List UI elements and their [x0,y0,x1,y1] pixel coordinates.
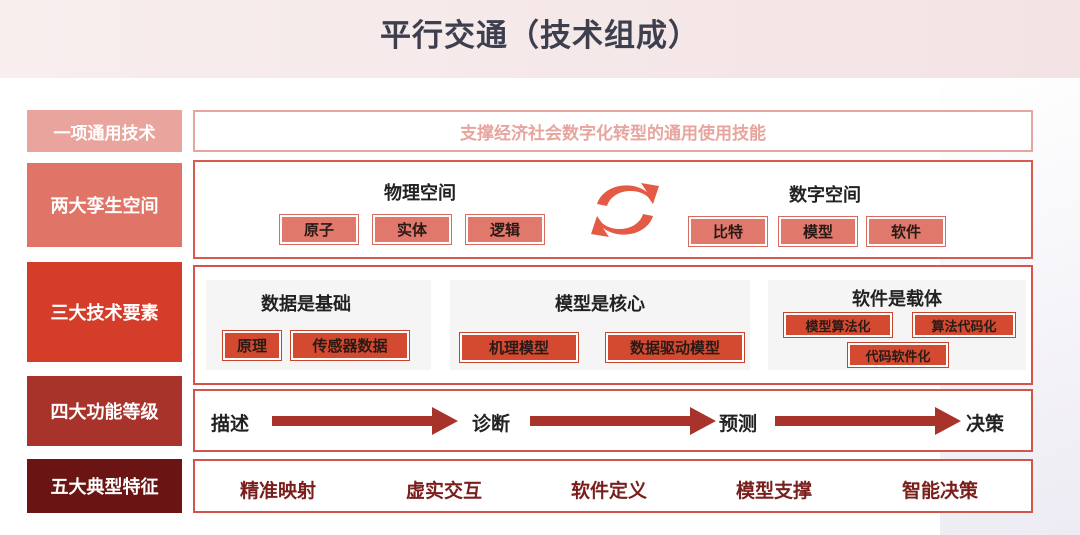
panel-function-levels: 描述 诊断 预测 决策 [193,389,1033,452]
software-subpanel: 软件是载体 模型算法化 算法代码化 代码软件化 [768,280,1026,370]
data-item: 传感器数据 [291,331,409,360]
feature-item: 模型支撑 [736,480,813,502]
sync-arrows-icon [591,183,659,237]
row-label-twin-spaces: 两大孪生空间 [27,163,182,247]
panel-general-tech: 支撑经济社会数字化转型的通用使用技能 [193,110,1033,152]
feature-item: 智能决策 [902,480,979,502]
model-item: 机理模型 [460,333,578,362]
physical-item: 实体 [373,215,451,244]
physical-space-title: 物理空间 [384,183,456,204]
software-item: 代码软件化 [848,343,948,367]
page-title: 平行交通（技术组成） [380,18,700,54]
row-label-tech-elements: 三大技术要素 [27,262,182,362]
arrow-right-icon [775,407,961,435]
arrow-right-icon [530,407,716,435]
data-subpanel: 数据是基础 原理 传感器数据 [206,280,431,370]
software-title: 软件是载体 [852,289,942,310]
general-tech-text: 支撑经济社会数字化转型的通用使用技能 [460,123,766,144]
step-describe: 描述 [211,413,250,435]
arrow-right-icon [272,407,458,435]
row-label-function-levels: 四大功能等级 [27,376,182,446]
digital-space-title: 数字空间 [789,185,861,206]
row-label-typical-features: 五大典型特征 [27,459,182,513]
row-label-general-tech: 一项通用技术 [27,110,182,152]
digital-item: 模型 [779,217,857,246]
physical-item: 原子 [280,215,358,244]
step-diagnose: 诊断 [472,413,511,435]
title-bar [0,0,1080,78]
model-title: 模型是核心 [555,294,645,315]
model-item: 数据驱动模型 [606,333,744,362]
digital-item: 软件 [867,217,945,246]
panel-tech-elements: 数据是基础 原理 传感器数据 模型是核心 机理模型 数据驱动模型 软件是载体 模… [193,265,1033,385]
step-predict: 预测 [719,413,758,435]
feature-item: 精准映射 [240,480,317,502]
software-item: 模型算法化 [784,313,892,337]
panel-typical-features: 精准映射 虚实交互 软件定义 模型支撑 智能决策 [193,459,1033,513]
data-item: 原理 [223,331,281,360]
physical-item: 逻辑 [466,215,544,244]
software-item: 算法代码化 [913,313,1015,337]
feature-item: 虚实交互 [406,480,483,502]
data-title: 数据是基础 [261,294,351,315]
feature-item: 软件定义 [571,480,648,502]
panel-twin-spaces: 物理空间 原子 实体 逻辑 数字空间 比特 模型 软件 [193,160,1033,259]
step-decide: 决策 [966,413,1005,435]
digital-item: 比特 [689,217,767,246]
model-subpanel: 模型是核心 机理模型 数据驱动模型 [450,280,750,370]
